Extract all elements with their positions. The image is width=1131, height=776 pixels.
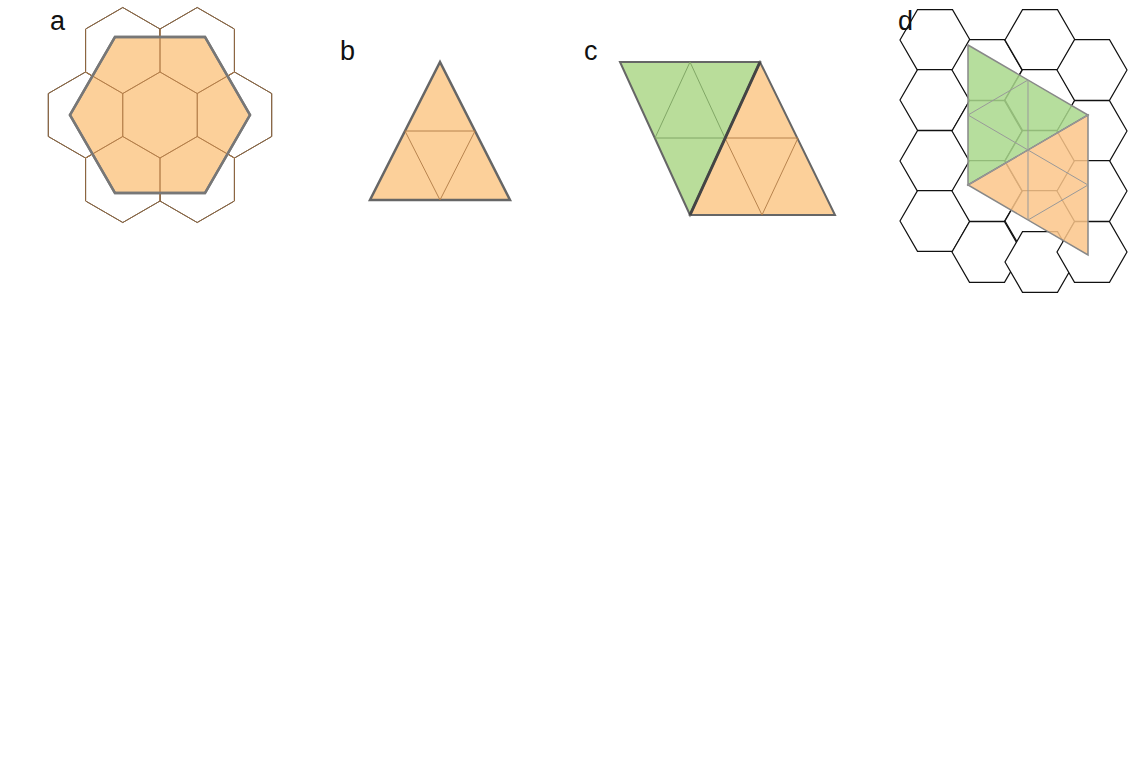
pawn-patch-triangle-mesh <box>590 255 850 775</box>
panel-label: b <box>340 38 355 65</box>
triangle-diagram <box>370 62 510 200</box>
hex-tiling-diagram <box>900 10 1127 293</box>
panel-label: c <box>584 38 598 65</box>
pawn-triangle-mesh <box>310 255 570 775</box>
panel-label: d <box>898 8 913 35</box>
pawn-patch-hex-mesh <box>870 255 1130 775</box>
pawn-hex-mesh <box>30 255 290 775</box>
triangle-pair-diagram <box>620 62 835 215</box>
hexagon-diagram <box>48 8 271 223</box>
panel-label: a <box>50 8 65 35</box>
